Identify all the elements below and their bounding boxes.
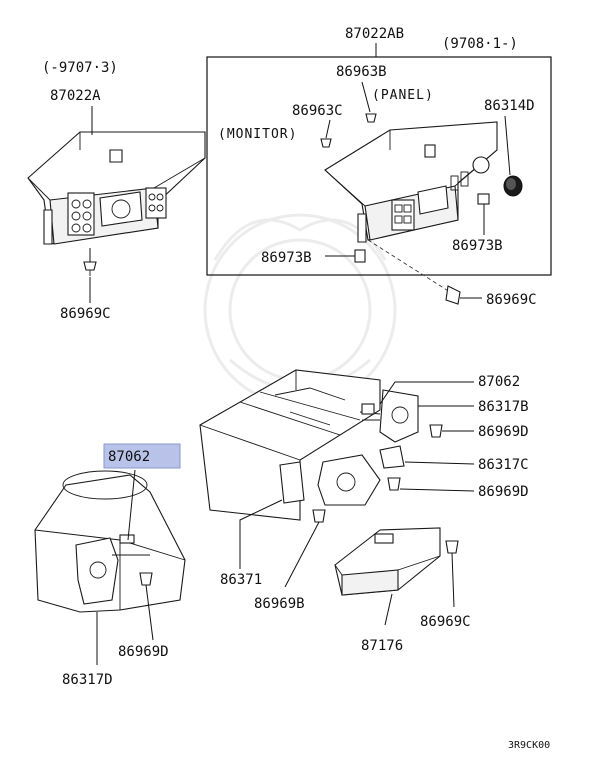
screw-86963c [320, 119, 332, 148]
screw-86969b [284, 509, 326, 588]
amplifier-87176 [334, 527, 441, 626]
leader-87062-top [379, 381, 474, 405]
screw-86969d-top [429, 424, 474, 438]
clip-86973b-left [325, 249, 366, 263]
label-86963b: 86963B [336, 64, 387, 80]
label-86969c-old: 86969C [60, 306, 111, 322]
climate-control-old [27, 131, 206, 245]
label-87062-left[interactable]: 87062 [108, 449, 150, 465]
screw-86969d-mid [387, 477, 475, 492]
screw-86969c-amp [445, 540, 459, 608]
diagram-code: 3R9CK00 [508, 740, 550, 751]
screw-86969c-old [83, 248, 97, 276]
highlight-87062[interactable] [103, 443, 181, 469]
label-86969c-right: 86969C [486, 292, 537, 308]
label-86969d-mid: 86969D [478, 484, 529, 500]
label-87176: 87176 [361, 638, 403, 654]
leader-86317c [404, 461, 475, 465]
label-86371: 86371 [220, 572, 262, 588]
label-87062-top: 87062 [478, 374, 520, 390]
blower-housing [34, 470, 186, 613]
screw-86969c-right [367, 239, 482, 305]
label-87022ab: 87022AB [345, 26, 404, 42]
knob-86314d [503, 115, 523, 197]
screw-86969d-left [139, 572, 154, 641]
label-87022a: 87022A [50, 88, 101, 104]
label-86969c-amp: 86969C [420, 614, 471, 630]
bracket-86371 [239, 499, 283, 569]
leader-87062-left [127, 469, 136, 541]
label-86317d: 86317D [62, 672, 113, 688]
label-86963c: 86963C [292, 103, 343, 119]
climate-control-new [324, 121, 498, 243]
label-monitor: (MONITOR) [218, 127, 297, 142]
clip-86973b-right [477, 193, 490, 235]
label-panel: (PANEL) [372, 88, 434, 103]
label-86317b: 86317B [478, 399, 529, 415]
label-86317c: 86317C [478, 457, 529, 473]
label-86314d: 86314D [484, 98, 535, 114]
label-86969d-left: 86969D [118, 644, 169, 660]
label-86969d-top: 86969D [478, 424, 529, 440]
label-86973b-right: 86973B [452, 238, 503, 254]
label-ctrl-new-date: (9708·1-) [442, 36, 518, 52]
label-86973b-left: 86973B [261, 250, 312, 266]
new-control-frame [206, 56, 552, 276]
heater-unit [199, 369, 419, 521]
label-86969b: 86969B [254, 596, 305, 612]
label-ctrl-old-date: (-9707·3) [42, 60, 118, 76]
screw-86963b [361, 81, 377, 123]
